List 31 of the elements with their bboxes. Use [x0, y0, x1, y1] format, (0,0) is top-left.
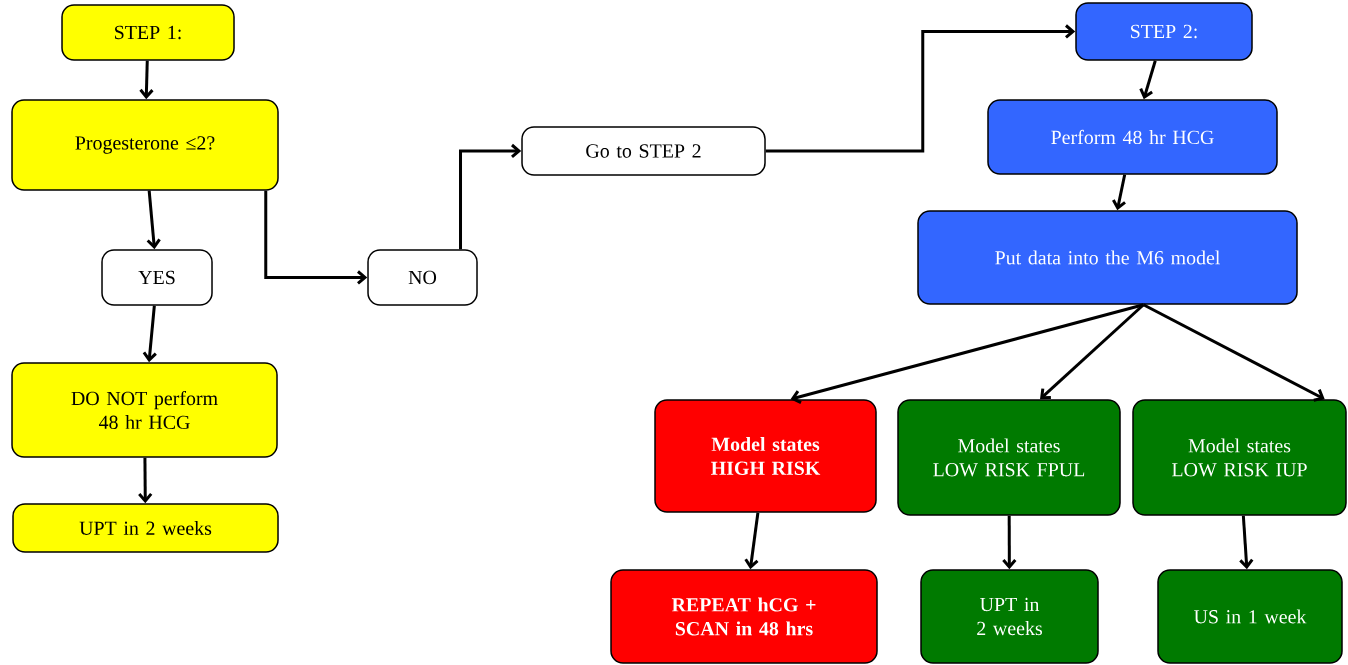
arrow [1112, 174, 1127, 211]
process-box: Model states HIGH RISK [654, 399, 877, 513]
arrow [744, 512, 760, 570]
arrow [138, 457, 153, 504]
process-box: US in 1 week [1157, 569, 1343, 664]
process-box: YES [101, 249, 213, 306]
arrow [1142, 303, 1325, 402]
process-box: UPT in 2 weeks [920, 569, 1099, 664]
arrow [1139, 60, 1157, 100]
arrow [142, 305, 157, 363]
arrow [790, 303, 1144, 404]
arrow [264, 190, 368, 285]
arrow [1239, 515, 1254, 570]
process-box: Model states LOW RISK FPUL [897, 399, 1121, 516]
process-box: NO [367, 249, 478, 306]
process-box: STEP 1: [61, 4, 235, 61]
process-box: STEP 2: [1075, 2, 1253, 61]
process-box: Model states LOW RISK IUP [1132, 399, 1347, 516]
process-box: REPEAT hCG + SCAN in 48 hrs [610, 569, 878, 664]
arrow [1040, 303, 1145, 400]
process-box: UPT in 2 weeks [12, 503, 279, 553]
arrow [459, 143, 522, 250]
arrow [765, 24, 1076, 153]
arrow [146, 190, 161, 250]
process-box: Perform 48 hr HCG [987, 99, 1278, 175]
process-box: Go to STEP 2 [521, 126, 766, 176]
arrow [139, 60, 154, 100]
process-box: DO NOT perform 48 hr HCG [11, 362, 278, 458]
arrow [1002, 515, 1017, 570]
process-box: Progesterone ≤2? [11, 99, 279, 191]
process-box: Put data into the M6 model [917, 210, 1298, 305]
